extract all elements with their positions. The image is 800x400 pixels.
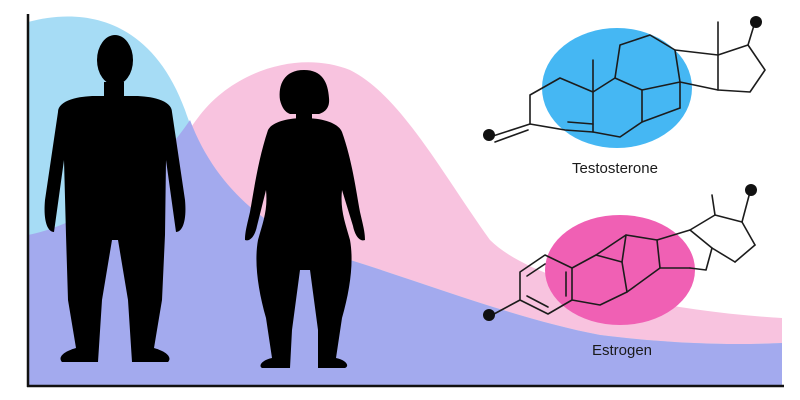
male-silhouette-icon (44, 35, 186, 362)
estrogen-highlight-circle (545, 215, 695, 325)
testosterone-hydroxyl-dot (750, 16, 762, 28)
axes (26, 14, 784, 388)
female-silhouette-icon (245, 70, 365, 368)
testosterone-group: Testosterone (483, 16, 766, 177)
testosterone-ketone-dot (483, 129, 495, 141)
estrogen-phenol-dot (483, 309, 495, 321)
testosterone-label: Testosterone (572, 160, 658, 177)
estrogen-molecule-icon (493, 191, 756, 315)
estrogen-group: Estrogen (483, 184, 757, 359)
estrogen-hydroxyl-dot (745, 184, 757, 196)
testosterone-molecule-icon (492, 21, 766, 143)
overlap-region (28, 120, 782, 385)
estrogen-label: Estrogen (592, 342, 652, 359)
